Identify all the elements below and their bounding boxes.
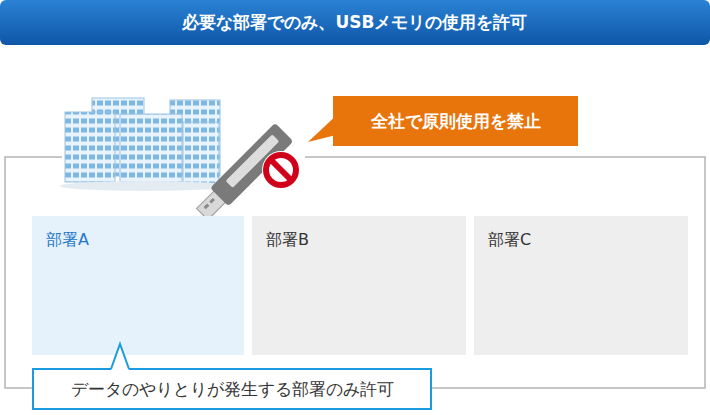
department-panel: 部署A [32, 216, 244, 355]
buildings [60, 98, 230, 191]
callout-box: データのやりとりが発生する部署のみ許可 [32, 368, 432, 410]
callout-text: データのやりとりが発生する部署のみ許可 [71, 378, 394, 401]
department-panel: 部署B [252, 216, 466, 355]
department-panel: 部署C [474, 216, 688, 355]
department-label: 部署A [46, 230, 244, 251]
callout-text: 全社で原則使用を禁止 [371, 110, 541, 133]
title-bar: 必要な部署でのみ、USBメモリの使用を許可 [0, 0, 710, 45]
callout-box: 全社で原則使用を禁止 [333, 96, 578, 146]
department-label: 部署C [488, 230, 688, 251]
department-label: 部署B [266, 230, 466, 251]
title-text: 必要な部署でのみ、USBメモリの使用を許可 [182, 11, 527, 34]
frame-outline [5, 157, 705, 388]
prohibition-sign [262, 151, 300, 189]
